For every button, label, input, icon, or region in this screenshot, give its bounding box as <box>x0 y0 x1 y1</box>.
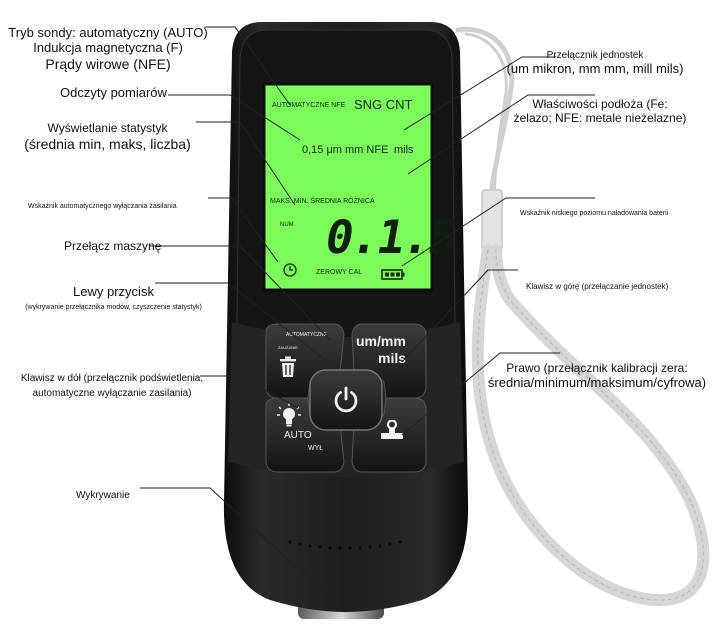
probe-mode-line-2: Indukcja magnetyczna (F) <box>33 39 183 55</box>
substrate-line-1: Właściwości podłoża (Fe: <box>532 97 668 111</box>
unit-key-line2: mils <box>378 350 407 366</box>
lcd-units-line: 0,15 μm mm NFE <box>302 144 389 156</box>
lcd-zero-label: ZEROWY CAL <box>316 269 363 276</box>
unit-switch-key[interactable]: um/mm mils <box>352 324 426 398</box>
left-key[interactable]: AUTOMATYCZNE ZAUZANIE <box>266 324 344 398</box>
probe-mode-annotation: Tryb sondy: automatyczny (AUTO) Indukcja… <box>8 25 208 72</box>
substrate-line-2: żelazo; NFE: metale nieżelazne) <box>513 110 687 125</box>
up-key-annotation: Klawisz w górę (przełączanie jednostek) <box>526 282 669 291</box>
left-key-title: Lewy przycisk <box>73 284 154 299</box>
right-key-line-1: Prawo (przełącznik kalibracji zera: <box>506 361 688 375</box>
lcd-mils-label: mils <box>394 144 414 156</box>
probe-mode-line-3: Prądy wirowe (NFE) <box>45 55 171 72</box>
left-key-top-label: AUTOMATYCZNE <box>286 332 327 338</box>
off-label: WYŁ <box>308 445 324 452</box>
power-icon <box>334 386 358 413</box>
unit-switch-title: Przełącznik jednostek <box>546 50 644 61</box>
lcd-status-label: SNG CNT <box>354 97 413 112</box>
lcd-mode-label: AUTOMATYCZNE NFE <box>272 102 346 109</box>
detection-annotation: Wykrywanie <box>76 490 130 501</box>
unit-switch-detail: (um mikron, mm mm, mill mils) <box>506 60 684 76</box>
unit-key-line1: um/mm <box>356 333 406 349</box>
probe-icon <box>381 420 403 439</box>
unit-switch-annotation: Przełącznik jednostek (um mikron, mm mm,… <box>490 50 700 76</box>
thickness-gauge-device: AUTOMATYCZNE NFE SNG CNT 0,15 μm mm NFE … <box>222 22 470 624</box>
stats-detail: (średnia min, maks, liczba) <box>24 135 191 152</box>
readings-annotation: Odczyty pomiarów <box>60 85 167 100</box>
lcd-num-label: NUM <box>280 222 294 228</box>
substrate-annotation: Właściwości podłoża (Fe: żelazo; NFE: me… <box>500 97 700 126</box>
machine-switch-annotation: Przełącz maszynę <box>64 239 162 253</box>
probe-mode-line-1: Tryb sondy: automatyczny (AUTO) <box>8 25 208 40</box>
auto-label: AUTO <box>284 430 312 441</box>
right-key-line-2: średnia/minimum/maksimum/cyfrowa) <box>487 374 707 390</box>
down-key-line-2: automatyczne wyłączanie zasilania) <box>32 387 192 399</box>
right-key[interactable] <box>352 398 426 472</box>
auto-power-off-annotation: Wskaźnik automatycznego wyłączania zasil… <box>28 203 177 210</box>
down-key[interactable]: AUTO WYŁ <box>266 398 344 472</box>
left-key-detail: (wykrywanie przełącznika modów, czyszcze… <box>25 303 202 311</box>
stats-title: Wyświetlanie statystyk <box>47 121 168 135</box>
down-key-line-1: Klawisz w dół (przełącznik podświetlenia… <box>20 373 204 384</box>
right-key-annotation: Prawo (przełącznik kalibracji zera: śred… <box>486 361 708 391</box>
low-battery-annotation: Wskaźnik niskiego poziomu naładowania ba… <box>520 210 669 217</box>
down-key-annotation: Klawisz w dół (przełącznik podświetlenia… <box>12 373 212 399</box>
trash-icon <box>280 356 296 377</box>
power-key[interactable] <box>310 370 382 430</box>
lcd-stats-line: MAKS. MIN. ŚREDNIA RÓŻNICA <box>270 198 375 205</box>
stats-annotation: Wyświetlanie statystyk (średnia min, mak… <box>10 121 205 152</box>
left-key-small-label: ZAUZANIE <box>278 345 298 350</box>
left-key-annotation: Lewy przycisk (wykrywanie przełącznika m… <box>6 284 221 312</box>
